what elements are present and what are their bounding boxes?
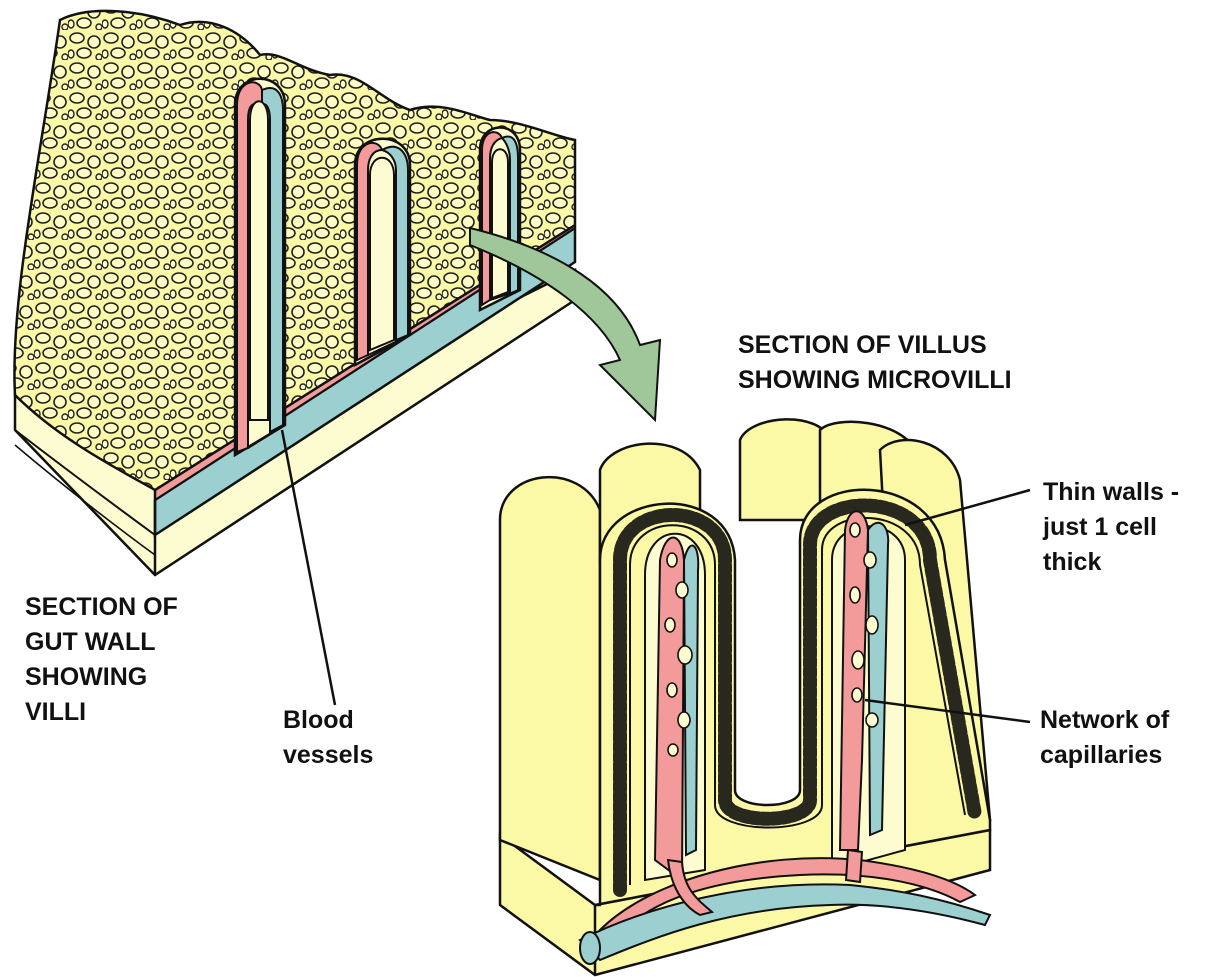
thin-walls-label-line: thick [1043,545,1179,580]
blood-vessels-label-line: Blood [283,703,373,738]
villus-section [500,419,990,975]
capillary-right-descent [846,850,862,882]
gut-wall-label-line: GUT WALL [25,625,178,660]
capillaries-label: Network of capillaries [1040,703,1169,773]
gut-wall-label: SECTION OF GUT WALL SHOWING VILLI [25,590,178,730]
blood-vessels-label-line: vessels [283,738,373,773]
gut-wall-label-line: VILLI [25,695,178,730]
villus-1-lacteal [250,101,268,420]
thin-walls-label: Thin walls - just 1 cell thick [1043,475,1179,580]
capillaries-label-line: capillaries [1040,738,1169,773]
thin-walls-label-line: just 1 cell [1043,510,1179,545]
blood-vessels-label: Blood vessels [283,703,373,773]
villus-label-line: SECTION OF VILLUS [738,328,1012,363]
villus-label: SECTION OF VILLUS SHOWING MICROVILLI [738,328,1012,398]
gut-wall-label-line: SECTION OF [25,590,178,625]
thin-walls-label-line: Thin walls - [1043,475,1179,510]
villus-background-1 [500,477,600,880]
villus-3-lacteal [492,149,508,298]
capillaries-label-line: Network of [1040,703,1169,738]
base-vessel-end [580,932,600,964]
villus-2-lacteal [370,158,394,350]
villus-label-line: SHOWING MICROVILLI [738,363,1012,398]
gut-wall-label-line: SHOWING [25,660,178,695]
